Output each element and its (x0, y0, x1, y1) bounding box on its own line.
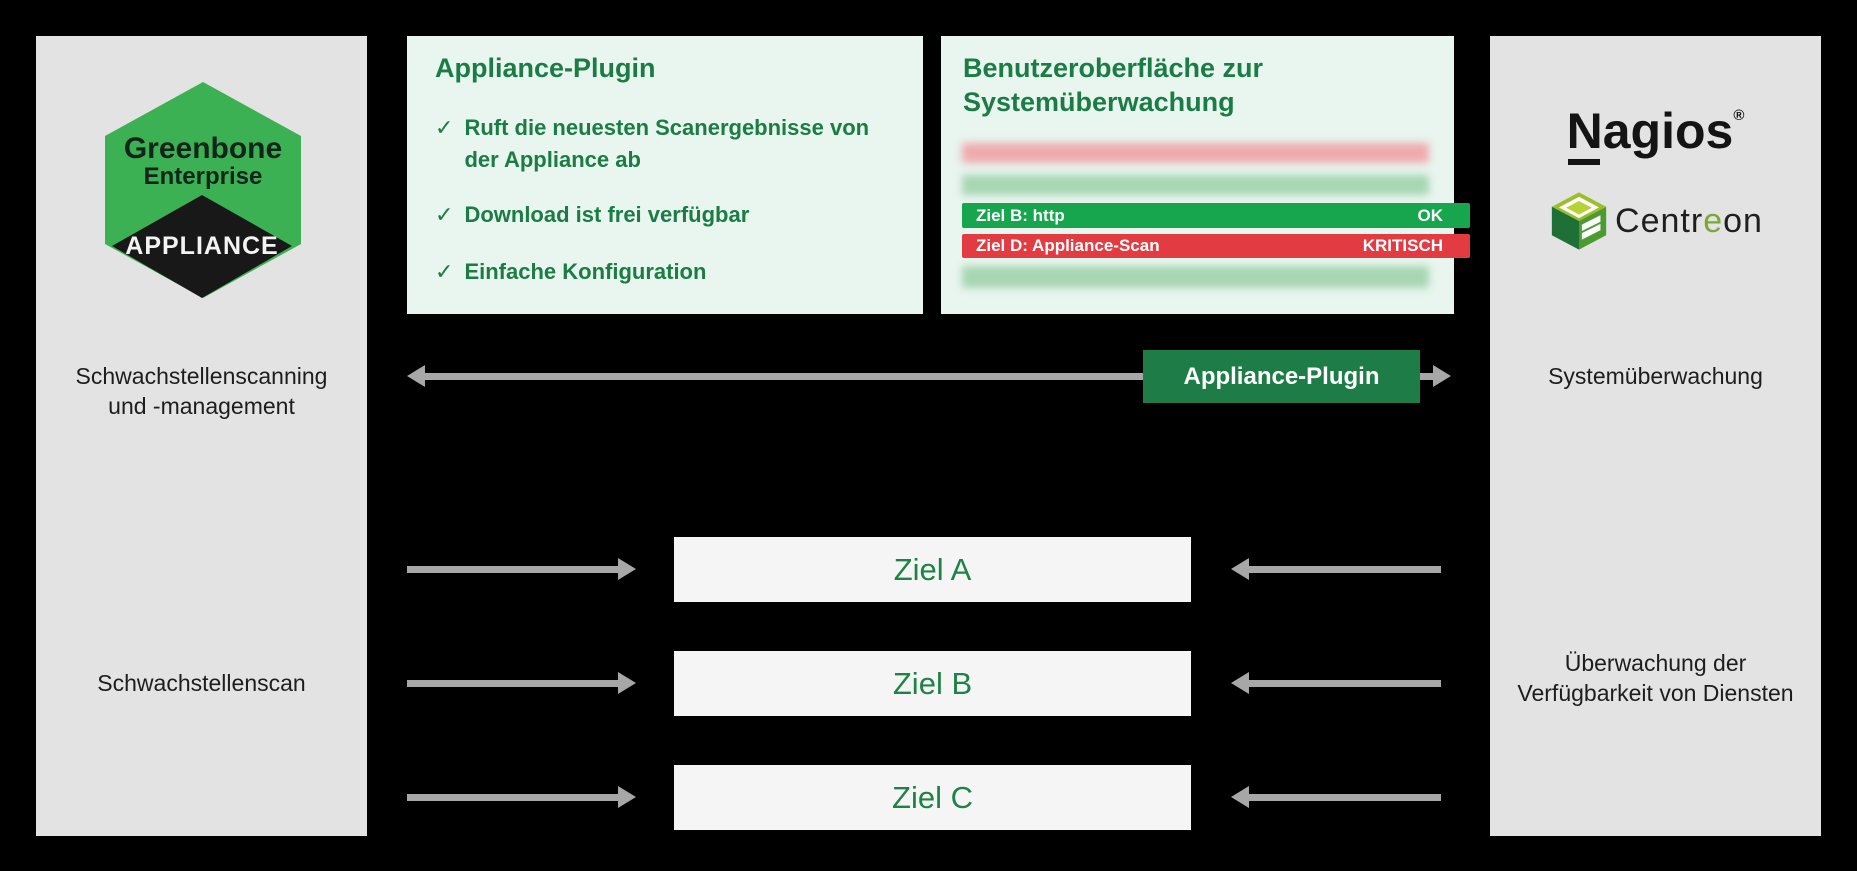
left-column-top-label: Schwachstellenscanning und -management (75, 363, 328, 420)
registered-trademark-icon: ® (1733, 107, 1745, 124)
centreon-text-pre: Centr (1615, 201, 1704, 240)
centreon-text-accent: e (1703, 201, 1724, 240)
appliance-badge-label: APPLIANCE (125, 232, 278, 260)
status-badge: KRITISCH (1362, 236, 1443, 255)
greenbone-logo-line1: Greenbone (124, 132, 282, 165)
target-box-c: Ziel C (674, 765, 1191, 830)
status-badge: OK (1417, 205, 1444, 225)
centreon-cube-icon (1551, 192, 1607, 250)
target-b-right-arrow-line (1249, 680, 1441, 687)
left-column-bottom-label: Schwachstellenscan (97, 670, 306, 696)
nagios-logo-initial: N (1566, 103, 1603, 165)
check-icon: ✓ (435, 259, 454, 284)
status-bar-blurred-red (962, 143, 1429, 163)
connection-arrow-right-head (1433, 365, 1451, 387)
status-bar-critical: Ziel D: Appliance-Scan KRITISCH (962, 234, 1470, 258)
right-column-bottom-label: Überwachung der Verfügbarkeit von Dienst… (1517, 650, 1794, 707)
nagios-logo-rest: agios (1602, 103, 1734, 159)
monitoring-ui-panel: Benutzeroberfläche zur Systemüberwachung… (941, 36, 1470, 314)
status-bar-label: Ziel B: http (976, 205, 1065, 225)
greenbone-column: Greenbone Enterprise APPLIANCE Schwachst… (36, 36, 367, 836)
target-c-right-arrow-line (1249, 794, 1441, 801)
target-a-right-arrow-line (1249, 566, 1441, 573)
appliance-plugin-button: Appliance-Plugin (1143, 350, 1420, 403)
target-b-left-arrow-head (618, 672, 636, 694)
monitoring-panel-title: Benutzeroberfläche zur Systemüberwachung (963, 53, 1264, 118)
status-bar-label: Ziel D: Appliance-Scan (976, 236, 1160, 255)
plugin-bullet-text: Ruft die neuesten Scanergebnisse von der… (464, 115, 870, 172)
target-b-right-arrow-head (1231, 672, 1249, 694)
status-bar-blurred-green (962, 266, 1429, 288)
plugin-bullet-text: Einfache Konfiguration (464, 259, 707, 284)
centreon-logo-text: Centreon (1615, 202, 1763, 241)
monitoring-column: Nagios® Centreon Systemüberwachung Überw… (1490, 36, 1821, 836)
plugin-bullet: ✓ Einfache Konfiguration (435, 256, 900, 288)
target-box-a: Ziel A (674, 537, 1191, 602)
target-a-right-arrow-head (1231, 558, 1249, 580)
target-a-left-arrow-head (618, 558, 636, 580)
target-box-b: Ziel B (674, 651, 1191, 716)
check-icon: ✓ (435, 115, 454, 140)
connection-arrow-line (421, 373, 1437, 380)
plugin-bullet: ✓ Ruft die neuesten Scanergebnisse von d… (435, 112, 900, 176)
plugin-panel-title: Appliance-Plugin (435, 53, 656, 83)
target-c-left-arrow-line (407, 794, 620, 801)
plugin-bullet-text: Download ist frei verfügbar (464, 202, 750, 227)
target-c-right-arrow-head (1231, 786, 1249, 808)
right-column-top-label: Systemüberwachung (1548, 363, 1763, 389)
greenbone-logo-line2: Enterprise (144, 163, 263, 190)
status-bar-blurred-green (962, 175, 1429, 195)
appliance-diamond-shape (112, 195, 292, 298)
status-bar-ok: Ziel B: http OK (962, 203, 1470, 228)
plugin-bullet: ✓ Download ist frei verfügbar (435, 199, 900, 231)
centreon-text-post: on (1723, 201, 1763, 240)
greenbone-appliance-logo: Greenbone Enterprise APPLIANCE (105, 82, 301, 298)
nagios-logo: Nagios® (1490, 103, 1821, 165)
target-b-left-arrow-line (407, 680, 620, 687)
target-a-left-arrow-line (407, 566, 620, 573)
centreon-logo: Centreon (1490, 191, 1821, 251)
appliance-plugin-panel: Appliance-Plugin ✓ Ruft die neuesten Sca… (407, 36, 923, 314)
target-c-left-arrow-head (618, 786, 636, 808)
check-icon: ✓ (435, 202, 454, 227)
connection-arrow-left-head (407, 365, 425, 387)
